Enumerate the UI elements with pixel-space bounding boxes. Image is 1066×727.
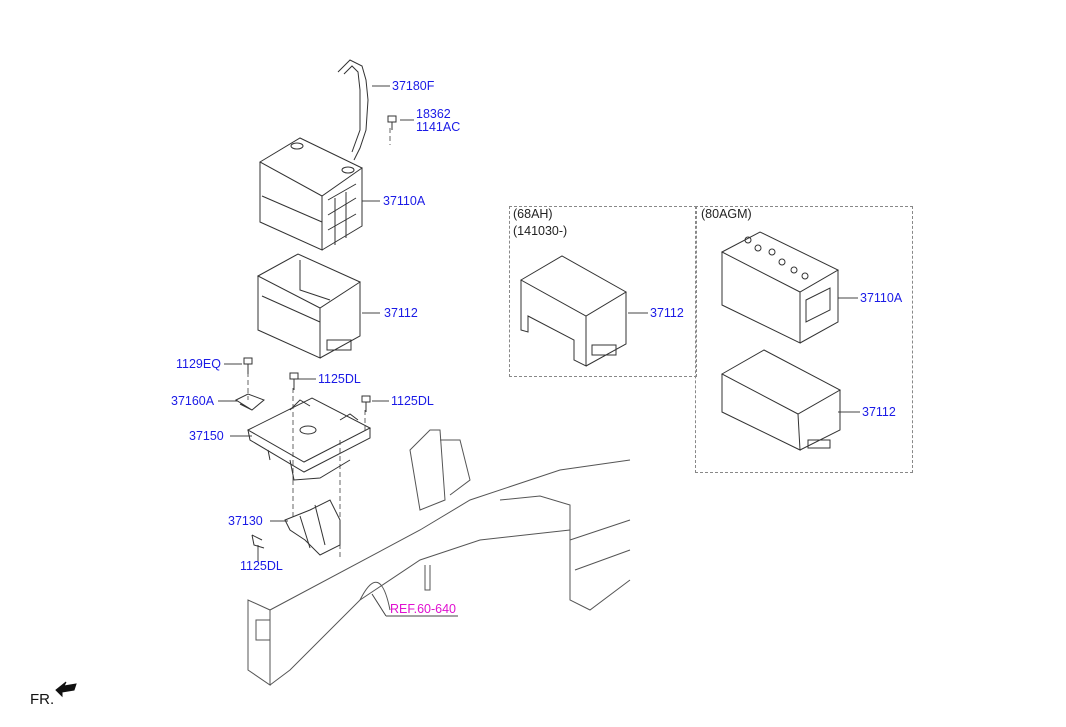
- body-frame-drawing: [247, 429, 631, 686]
- part-label-1125dl-top[interactable]: 1125DL: [318, 372, 361, 386]
- variant-68ah-date-range: (141030-): [513, 224, 568, 238]
- battery-cable-drawing: [337, 59, 369, 161]
- variant-80agm-box: [695, 206, 913, 473]
- bracket-drawing: [284, 499, 341, 556]
- part-label-37150[interactable]: 37150: [189, 429, 224, 443]
- part-label-37180f[interactable]: 37180F: [392, 79, 435, 93]
- part-label-1125dl-right[interactable]: 1125DL: [391, 394, 434, 408]
- part-label-1125dl-bottom[interactable]: 1125DL: [240, 559, 283, 573]
- part-label-18362[interactable]: 18362: [416, 107, 451, 121]
- reference-link-60-640[interactable]: REF.60-640: [390, 602, 457, 616]
- bolts-drawing: [243, 357, 371, 549]
- tray-drawing: [246, 397, 372, 481]
- battery-drawing: [258, 137, 363, 251]
- battery-80agm-drawing: [720, 231, 840, 344]
- part-label-37110a[interactable]: 37110A: [383, 194, 426, 208]
- part-label-37112-68ah[interactable]: 37112: [650, 306, 684, 320]
- part-label-37112-80agm[interactable]: 37112: [862, 405, 896, 419]
- part-label-37112[interactable]: 37112: [384, 306, 418, 320]
- front-arrow-icon: [55, 681, 77, 698]
- variant-80agm-title: (80AGM): [701, 207, 752, 221]
- part-label-37160a[interactable]: 37160A: [171, 394, 215, 408]
- variant-68ah-box: [509, 206, 697, 377]
- insulator-80agm-drawing: [720, 349, 842, 451]
- insulator-68ah-drawing: [519, 255, 627, 367]
- part-label-37130[interactable]: 37130: [228, 514, 263, 528]
- leader-lines: [218, 85, 860, 617]
- front-indicator-label: FR.: [30, 691, 55, 708]
- part-label-1141ac[interactable]: 1141AC: [416, 120, 461, 134]
- part-label-37110a-80agm[interactable]: 37110A: [860, 291, 903, 305]
- part-label-1129eq[interactable]: 1129EQ: [176, 357, 221, 371]
- clamp-drawing: [234, 393, 265, 411]
- bolt-drawing: [387, 115, 397, 130]
- variant-68ah-title: (68AH): [513, 207, 553, 221]
- insulator-drawing: [256, 253, 362, 359]
